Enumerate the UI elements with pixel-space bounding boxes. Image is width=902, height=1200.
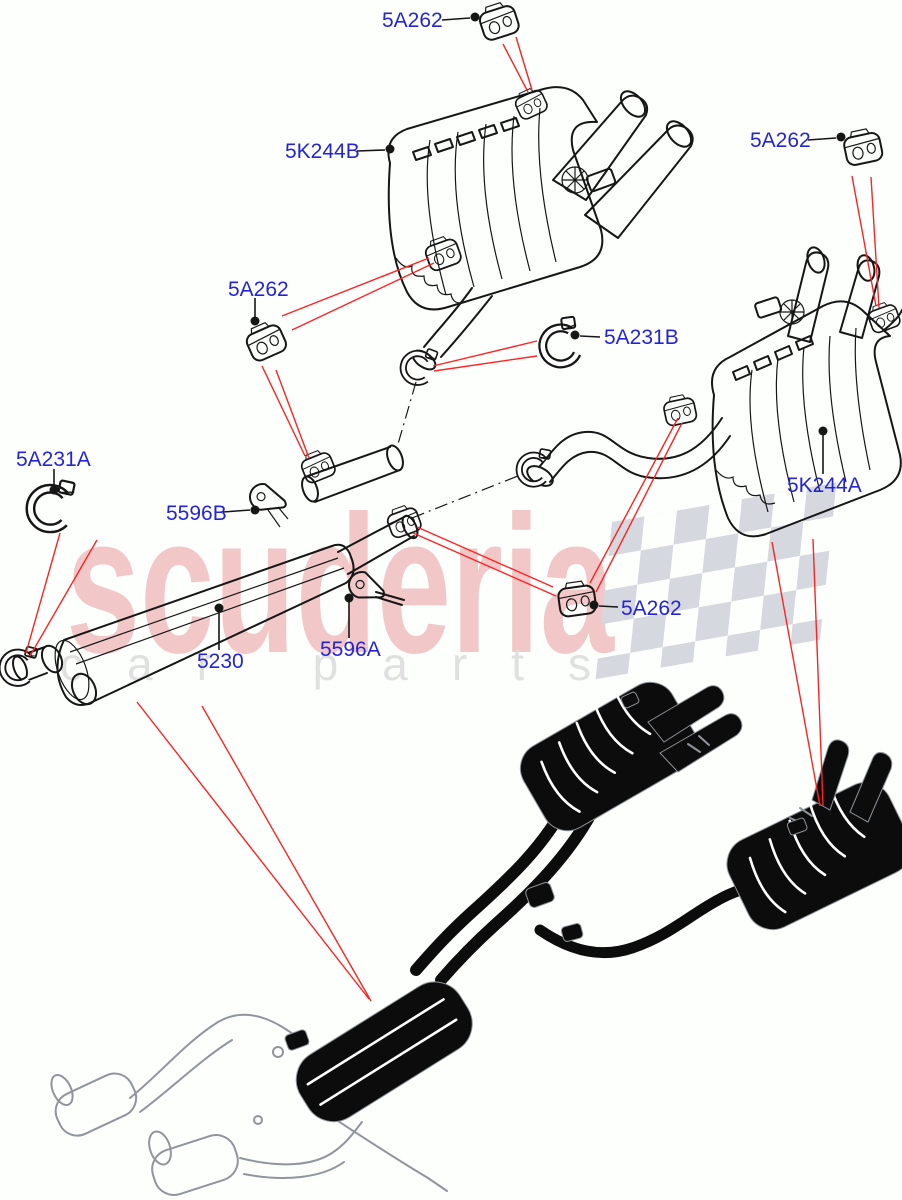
watermark: scuderia car parts xyxy=(60,475,837,694)
valve-actuator-right xyxy=(754,296,805,325)
part-label-5k244b[interactable]: 5K244B xyxy=(285,140,360,163)
part-label-5a231b[interactable]: 5A231B xyxy=(604,326,679,349)
checkered-flag-watermark xyxy=(595,482,837,680)
watermark-text-car-parts: car parts xyxy=(60,638,635,690)
part-label-5k244a[interactable]: 5K244A xyxy=(787,474,862,497)
front-pipes-outline xyxy=(50,1013,448,1196)
part-label-5230[interactable]: 5230 xyxy=(197,650,244,673)
part-label-5596b[interactable]: 5596B xyxy=(166,502,227,525)
part-labels: 5A262 5K244B 5A262 5A262 5A231B 5A231A 5… xyxy=(16,9,862,673)
part-label-5a262-center[interactable]: 5A262 xyxy=(621,597,682,620)
part-label-5a262-top[interactable]: 5A262 xyxy=(382,9,443,32)
hanger-5a262-top xyxy=(475,0,522,43)
part-label-5a262-midleft[interactable]: 5A262 xyxy=(228,278,289,301)
assembled-system-silhouette xyxy=(50,681,902,1196)
red-leader-lines xyxy=(25,36,880,1002)
part-label-5596a[interactable]: 5596A xyxy=(320,638,381,661)
rear-silencer-5k244a xyxy=(517,246,902,538)
left-rear-silencer-silhouette xyxy=(519,681,743,832)
rear-silencer-5k244b xyxy=(387,84,694,387)
part-label-5a231a[interactable]: 5A231A xyxy=(16,448,91,471)
clamp-installed-centre-inlet xyxy=(0,641,39,686)
valve-actuator-left xyxy=(561,166,617,194)
part-label-5a262-right[interactable]: 5A262 xyxy=(750,129,811,152)
centre-silencer-silhouette xyxy=(295,981,473,1123)
hanger-installed-right-pipe xyxy=(661,392,699,428)
right-rear-silencer-silhouette xyxy=(726,739,902,931)
clamp-5a231b xyxy=(539,316,581,366)
hanger-mount-left-silencer xyxy=(511,84,550,122)
label-leader-lines xyxy=(49,12,846,650)
hanger-5a262-midleft xyxy=(241,317,290,365)
hanger-5a262-right xyxy=(840,125,885,168)
